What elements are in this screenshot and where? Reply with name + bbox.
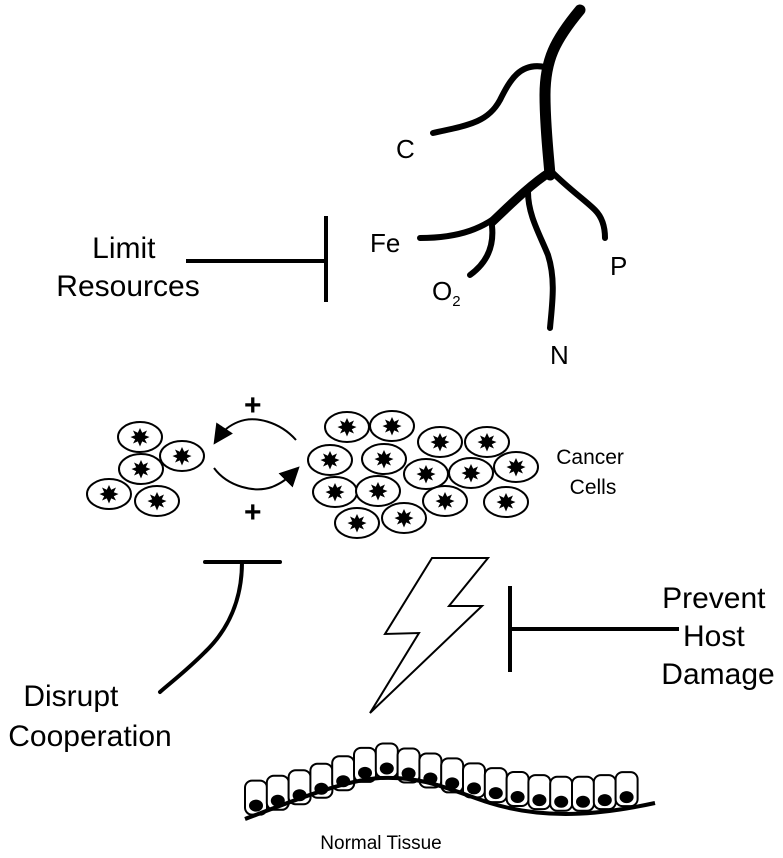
vessel-trunk bbox=[539, 4, 586, 181]
resource-label-c: C bbox=[396, 134, 415, 164]
vessel-branch-o2 bbox=[467, 223, 496, 278]
prevent-host-damage-line1: Prevent bbox=[662, 582, 766, 615]
cell-nucleus bbox=[510, 791, 525, 804]
cancer-cell bbox=[417, 426, 463, 458]
disrupt-cooperation-inhibitor bbox=[158, 560, 282, 694]
epithelial-cell bbox=[244, 779, 268, 816]
resource-label-o2: O2 bbox=[432, 276, 461, 310]
cell-nucleus bbox=[576, 795, 590, 808]
vessel-branch-c bbox=[430, 63, 548, 136]
cancer-cell bbox=[361, 443, 407, 475]
epithelial-cell bbox=[462, 762, 486, 799]
limit-resources-line1: Limit bbox=[92, 232, 156, 265]
epithelial-cell bbox=[374, 742, 399, 779]
cancer-cell bbox=[324, 411, 370, 443]
cell-nucleus bbox=[532, 794, 547, 807]
resource-label-n: N bbox=[550, 340, 569, 370]
cancer-cell bbox=[159, 440, 205, 472]
cancer-cell bbox=[381, 502, 427, 534]
epithelial-cell bbox=[549, 775, 574, 812]
cancer-cell bbox=[493, 451, 539, 483]
epithelial-cells bbox=[244, 742, 639, 816]
cancer-cell bbox=[483, 486, 529, 518]
plus-bottom: + bbox=[244, 496, 262, 529]
cancer-cells-label: Cancer Cells bbox=[556, 446, 630, 499]
o2-base: O bbox=[432, 276, 452, 306]
prevent-host-damage-line3: Damage bbox=[661, 658, 774, 691]
epithelial-cell bbox=[592, 774, 617, 811]
disrupt-cooperation-label: Disrupt Cooperation bbox=[8, 680, 171, 753]
epithelial-cell bbox=[527, 774, 552, 811]
limit-resources-label: Limit Resources bbox=[56, 232, 199, 303]
cell-nucleus bbox=[358, 766, 372, 779]
cancer-cell bbox=[307, 444, 353, 476]
epithelial-cell bbox=[614, 771, 639, 808]
epithelial-cell bbox=[483, 767, 508, 804]
cell-nucleus bbox=[554, 795, 569, 808]
cancer-cell bbox=[334, 507, 380, 539]
cell-nucleus bbox=[249, 799, 263, 812]
cancer-cell bbox=[422, 485, 468, 517]
cooperation-arrow-bottom bbox=[213, 466, 300, 491]
cancer-cells-line1: Cancer bbox=[556, 446, 624, 469]
cancer-cell bbox=[86, 478, 132, 510]
small-cell-cluster bbox=[86, 421, 205, 517]
disrupt-cooperation-line1: Disrupt bbox=[23, 680, 119, 713]
basement-membrane bbox=[244, 775, 656, 821]
epithelial-cell bbox=[505, 771, 530, 808]
prevent-host-damage-inhibitor bbox=[508, 586, 679, 672]
cell-nucleus bbox=[488, 787, 503, 800]
normal-tissue bbox=[244, 742, 656, 821]
cancer-cell bbox=[403, 458, 449, 490]
large-cell-cluster bbox=[307, 410, 539, 539]
epithelial-cell bbox=[571, 775, 595, 812]
cell-nucleus bbox=[401, 767, 416, 780]
cancer-cell bbox=[312, 476, 358, 508]
cancer-cell bbox=[134, 485, 180, 517]
prevent-host-damage-label: Prevent Host Damage bbox=[661, 582, 774, 691]
cancer-cell bbox=[118, 453, 164, 485]
limit-resources-line2: Resources bbox=[56, 270, 199, 303]
resource-label-fe: Fe bbox=[370, 228, 400, 258]
cell-nucleus bbox=[445, 777, 460, 790]
cell-nucleus bbox=[619, 791, 634, 804]
prevent-host-damage-line2: Host bbox=[683, 620, 745, 653]
cell-nucleus bbox=[467, 782, 481, 795]
epithelial-cell bbox=[353, 746, 377, 783]
cancer-cells-line2: Cells bbox=[570, 476, 617, 499]
cancer-cell bbox=[117, 421, 163, 453]
cancer-cell bbox=[355, 475, 401, 507]
vessel-branch-p bbox=[549, 169, 608, 241]
o2-subscript: 2 bbox=[452, 293, 460, 310]
resource-label-p: P bbox=[610, 251, 627, 281]
cancer-cell bbox=[448, 457, 494, 489]
vessel-branch-n bbox=[525, 189, 556, 331]
plus-top: + bbox=[244, 389, 262, 422]
cancer-cell bbox=[464, 426, 510, 458]
cell-nucleus bbox=[597, 794, 612, 807]
vessel-tree bbox=[417, 4, 608, 331]
cooperation-arrow-top bbox=[213, 418, 297, 445]
lightning-bolt-icon bbox=[369, 557, 491, 714]
limit-resources-inhibitor bbox=[186, 216, 328, 302]
vessel-branch-fe bbox=[417, 207, 508, 241]
cancer-cell bbox=[369, 410, 415, 442]
normal-tissue-label: Normal Tissue bbox=[320, 833, 441, 854]
disrupt-cooperation-line2: Cooperation bbox=[8, 720, 171, 753]
cell-nucleus bbox=[379, 762, 394, 775]
